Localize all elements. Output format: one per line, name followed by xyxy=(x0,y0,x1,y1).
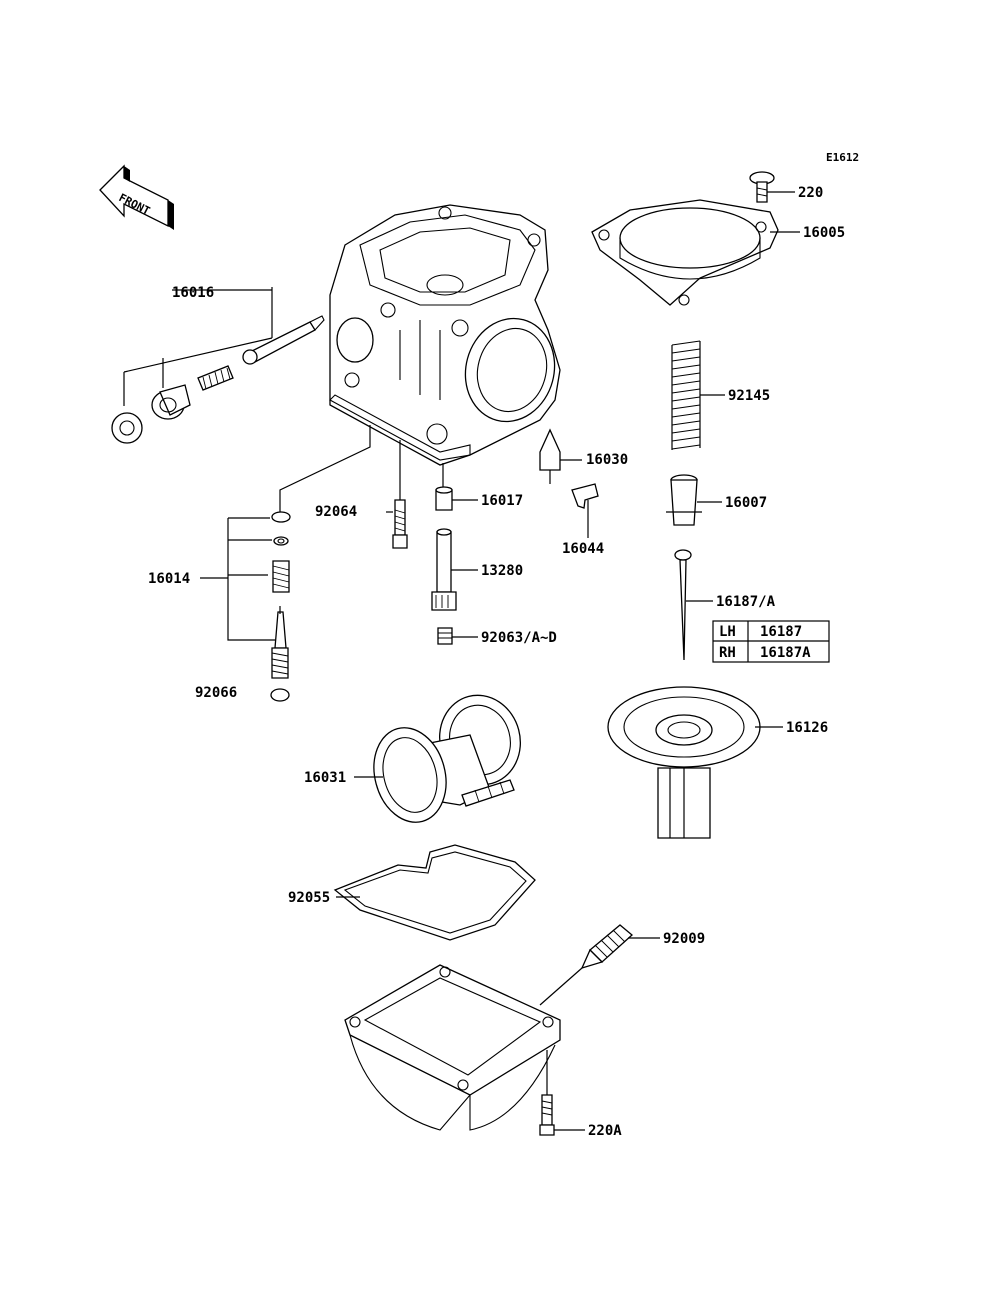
label-92063: 92063/A~D xyxy=(481,630,557,646)
label-92066: 92066 xyxy=(195,685,237,701)
label-92145: 92145 xyxy=(728,388,770,404)
label-16007: 16007 xyxy=(725,495,767,511)
float-valve xyxy=(539,428,561,484)
variant-part-lh: 16187 xyxy=(760,624,802,640)
variant-side-rh: RH xyxy=(719,645,736,661)
variant-table: LH 16187 RH 16187A xyxy=(712,620,830,663)
label-16030: 16030 xyxy=(586,452,628,468)
needle-valve-assembly xyxy=(227,425,371,702)
label-13280: 13280 xyxy=(481,563,523,579)
label-92009: 92009 xyxy=(663,931,705,947)
carburetor-body xyxy=(329,204,561,466)
label-16187-a: 16187/A xyxy=(716,594,776,610)
front-arrow-icon: FRONT xyxy=(99,164,174,230)
diagram-code: E1612 xyxy=(826,151,859,164)
label-16044: 16044 xyxy=(562,541,604,557)
float-16031 xyxy=(373,694,522,823)
part-220-screw xyxy=(749,171,775,203)
label-220: 220 xyxy=(798,185,823,201)
needle-holder-16007 xyxy=(666,474,702,526)
label-16014: 16014 xyxy=(148,571,190,587)
jet-needle-16187 xyxy=(674,549,692,661)
pilot-screw-assembly xyxy=(111,287,325,444)
vacuum-piston-16126 xyxy=(607,686,761,839)
part-92064-screw xyxy=(392,440,408,549)
label-16031: 16031 xyxy=(304,770,346,786)
bowl-screw-220a xyxy=(539,1050,555,1136)
spring-92145 xyxy=(671,340,701,450)
top-cover xyxy=(591,199,779,306)
variant-part-rh: 16187A xyxy=(760,645,811,661)
leader-lines xyxy=(172,191,800,1131)
drain-screw-92009 xyxy=(580,924,633,970)
label-16126: 16126 xyxy=(786,720,828,736)
float-bowl xyxy=(344,964,583,1131)
label-92064: 92064 xyxy=(315,504,357,520)
float-valve-clip xyxy=(571,483,599,509)
label-16005: 16005 xyxy=(803,225,845,241)
variant-side-lh: LH xyxy=(719,624,736,640)
label-16017: 16017 xyxy=(481,493,523,509)
gasket-92055 xyxy=(333,844,536,941)
label-16016: 16016 xyxy=(172,285,214,301)
main-jet-stack xyxy=(431,463,457,645)
label-92055: 92055 xyxy=(288,890,330,906)
label-220a: 220A xyxy=(588,1123,622,1139)
